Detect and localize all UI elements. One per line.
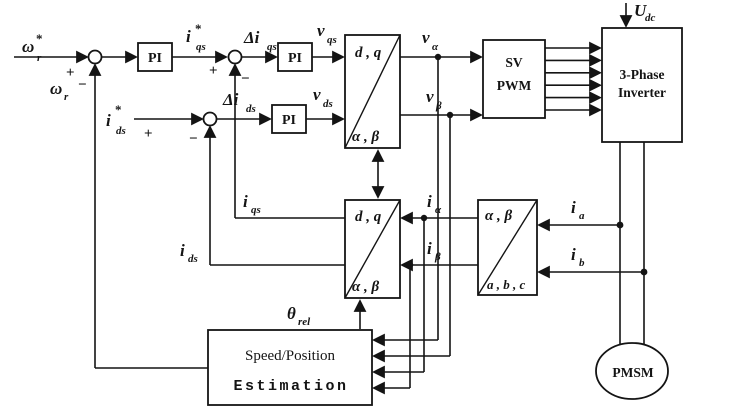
ids-ref-label: i bbox=[106, 111, 111, 130]
plus-sign-iq: + bbox=[209, 63, 218, 79]
pi-q-label: PI bbox=[288, 51, 302, 66]
iqs-ref-sup: * bbox=[195, 21, 202, 36]
delta-ids-sub: ds bbox=[246, 103, 256, 115]
pi-speed-label: PI bbox=[148, 51, 162, 66]
v-alpha-label: v bbox=[422, 28, 430, 47]
inverter-label-line1: 3-Phase bbox=[620, 67, 665, 82]
summing-junction-iq bbox=[227, 49, 243, 65]
vqs-label: v bbox=[317, 21, 325, 40]
i-beta-label: i bbox=[427, 239, 432, 258]
i-b-label: i bbox=[571, 245, 576, 264]
udc-label: U bbox=[634, 1, 647, 20]
minus-sign-speed: − bbox=[78, 77, 87, 93]
tap-dot-valpha bbox=[434, 53, 442, 61]
iqs-ref-label: i bbox=[186, 27, 191, 46]
park-ab-label: α , β bbox=[352, 279, 380, 295]
park-dq-label: d , q bbox=[355, 209, 382, 225]
plus-sign-id: + bbox=[144, 126, 153, 142]
inverse-park-ab-label: α , β bbox=[352, 129, 380, 145]
vds-sub: ds bbox=[323, 98, 333, 110]
i-alpha-label: i bbox=[427, 192, 432, 211]
tap-dot-ia bbox=[616, 221, 624, 229]
current-transform-wires bbox=[203, 63, 478, 272]
iqs-fb-label: i bbox=[243, 192, 248, 211]
tap-dot-vbeta bbox=[446, 111, 454, 119]
omega-ref-sup: * bbox=[36, 31, 43, 46]
i-a-sub: a bbox=[579, 210, 585, 222]
delta-iqs-label: Δi bbox=[243, 28, 260, 47]
iqs-ref-sub: qs bbox=[196, 41, 206, 53]
omega-ref-label: ω bbox=[22, 37, 34, 56]
minus-sign-id: − bbox=[189, 131, 198, 147]
minus-sign-iq: − bbox=[241, 71, 250, 87]
pi-d-block bbox=[271, 104, 307, 134]
i-alpha-sub: α bbox=[435, 204, 442, 216]
v-alpha-sub: α bbox=[432, 41, 439, 53]
delta-ids-label: Δi bbox=[222, 90, 239, 109]
vds-label: v bbox=[313, 85, 321, 104]
ids-fb-sub: ds bbox=[188, 253, 198, 265]
inverter-block bbox=[601, 27, 683, 143]
pmsm-motor bbox=[595, 342, 669, 400]
pmsm-label: PMSM bbox=[612, 365, 653, 380]
estimation-label-line2: Estimation bbox=[233, 378, 348, 395]
theta-rel-sub: rel bbox=[298, 316, 311, 328]
theta-rel-label: θ bbox=[287, 304, 296, 323]
omega-fb-label: ω bbox=[50, 79, 62, 98]
i-b-sub: b bbox=[579, 257, 585, 269]
inverter-label-line2: Inverter bbox=[618, 85, 666, 100]
clarke-diagonal bbox=[477, 199, 538, 296]
dc-link-and-phase-wires bbox=[537, 3, 645, 346]
inverse-park-dq-label: d , q bbox=[355, 45, 382, 61]
i-a-label: i bbox=[571, 198, 576, 217]
svpwm-block bbox=[482, 39, 546, 119]
ids-ref-sub: ds bbox=[116, 125, 126, 137]
clarke-ab-label: α , β bbox=[485, 208, 513, 224]
omega-ref-sub: r bbox=[37, 52, 42, 64]
plus-sign-speed: + bbox=[66, 65, 75, 81]
summing-junction-id bbox=[202, 111, 218, 127]
summing-junction-speed bbox=[87, 49, 103, 65]
pi-q-block bbox=[277, 42, 313, 72]
i-beta-sub: β bbox=[434, 251, 441, 263]
omega-fb-sub: r bbox=[64, 91, 69, 103]
v-beta-sub: β bbox=[435, 100, 442, 112]
estimator-wires bbox=[88, 57, 451, 395]
ids-fb-label: i bbox=[180, 241, 185, 260]
clarke-abc-label: a , b , c bbox=[487, 277, 526, 292]
inverse-park-diagonal bbox=[344, 34, 401, 149]
vqs-sub: qs bbox=[327, 34, 337, 46]
pi-d-label: PI bbox=[282, 113, 296, 128]
svpwm-label-line2: PWM bbox=[497, 78, 532, 93]
delta-iqs-sub: qs bbox=[267, 41, 277, 53]
park-diagonal bbox=[344, 199, 401, 299]
blocks bbox=[87, 27, 683, 406]
udc-sub: dc bbox=[645, 12, 656, 24]
tap-dots bbox=[406, 53, 648, 276]
tap-dot-ialpha bbox=[420, 214, 428, 222]
tap-dot-ibeta bbox=[406, 261, 414, 269]
pi-speed-block bbox=[137, 42, 173, 72]
estimation-block bbox=[207, 329, 373, 406]
labels: ω * r + − ω r i * qs + − Δi qs v qs i * … bbox=[22, 1, 666, 395]
svpwm-label-line1: SV bbox=[505, 55, 523, 70]
pwm-gate-wires bbox=[545, 41, 602, 117]
tap-dot-ib bbox=[640, 268, 648, 276]
iqs-fb-sub: qs bbox=[251, 204, 261, 216]
v-beta-label: v bbox=[426, 87, 434, 106]
estimation-label-line1: Speed/Position bbox=[245, 348, 336, 364]
ids-ref-sup: * bbox=[115, 102, 122, 117]
